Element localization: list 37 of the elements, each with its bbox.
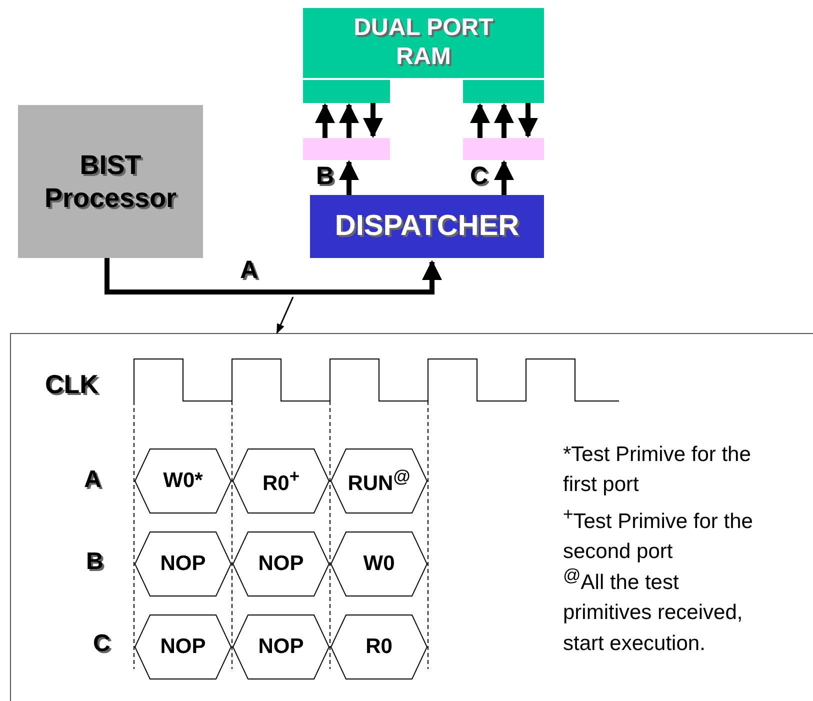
arrow <box>363 103 383 138</box>
dispatcher-block: DISPATCHER <box>310 195 544 258</box>
signal-hexagon: R0 <box>330 614 428 680</box>
port-bar <box>463 80 544 103</box>
arrow <box>518 103 538 138</box>
signal-hexagon: NOP <box>134 614 232 680</box>
edge-label: C <box>470 162 488 191</box>
signal-hexagon: NOP <box>232 531 330 597</box>
edge-label: A <box>240 256 258 285</box>
signal-name: B <box>86 548 104 576</box>
footnote: $^{@}$All the test primitives received, start execution. <box>563 564 744 657</box>
arrow <box>339 103 359 138</box>
footnote: *Test Primive for the first port <box>563 442 752 498</box>
buffer-bar <box>463 138 544 160</box>
buffer-bar <box>303 138 390 160</box>
signal-name: A <box>84 466 102 494</box>
memory-block: DUAL PORT RAM <box>303 8 544 78</box>
arrow <box>339 160 359 195</box>
timing-panel <box>10 333 813 701</box>
signal-hexagon: NOP <box>232 614 330 680</box>
port-bar <box>303 80 390 103</box>
arrow <box>494 103 514 138</box>
arrow <box>104 258 442 294</box>
arrow <box>315 103 335 138</box>
signal-hexagon: NOP <box>134 531 232 597</box>
signal-name: C <box>93 630 110 658</box>
signal-hexagon: W0 <box>330 531 428 597</box>
arrow <box>470 103 490 138</box>
signal-name: CLK <box>45 369 98 400</box>
footnote: $^{+}$Test Primive for the second port <box>563 503 754 566</box>
leader-line <box>276 296 294 334</box>
signal-hexagon: RUN$^{@}$ <box>330 448 428 514</box>
edge-label: B <box>316 162 334 191</box>
arrow <box>494 160 514 195</box>
signal-hexagon: R0$^{+}$ <box>232 448 330 514</box>
processor-block: BIST Processor <box>18 105 203 258</box>
signal-hexagon: W0* <box>134 448 232 514</box>
